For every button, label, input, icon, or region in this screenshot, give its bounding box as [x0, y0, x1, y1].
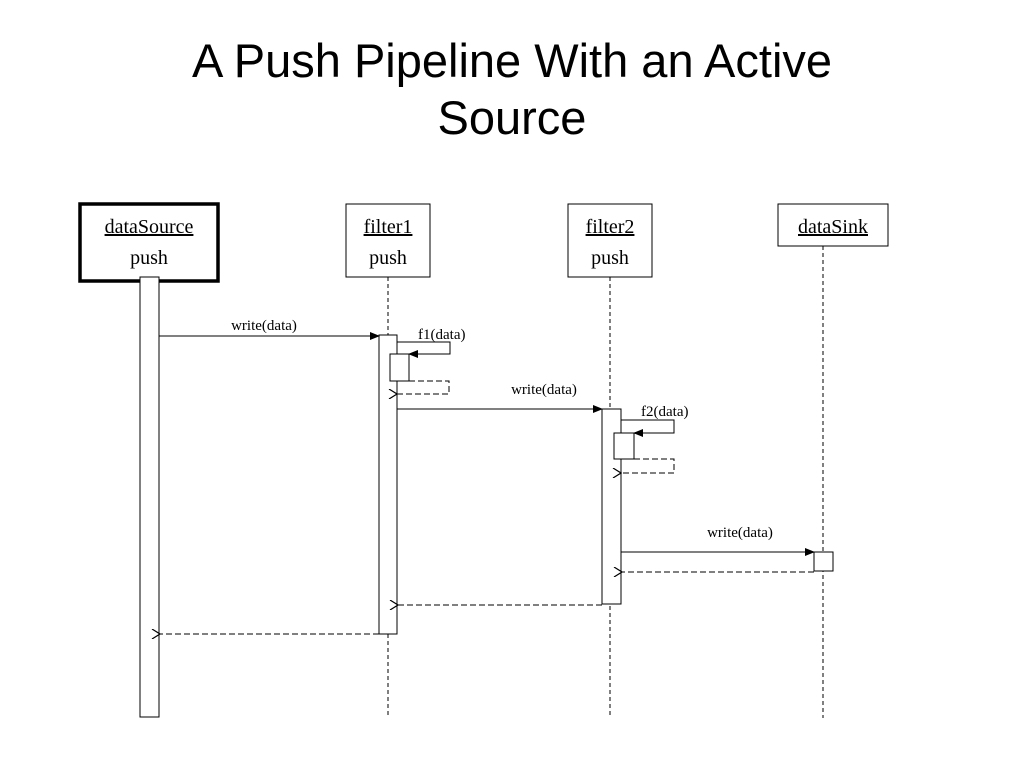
activation-filter1-self	[389, 353, 410, 382]
self-call-label-f1: f1(data)	[418, 327, 465, 343]
self-return-f2	[621, 458, 675, 473]
object-name-filter2: filter2	[586, 216, 635, 238]
slide-title: A Push Pipeline With an Active Source	[112, 32, 912, 146]
object-filter1: filter1 push	[345, 203, 431, 278]
message-label-write-to-filter1: write(data)	[231, 318, 297, 334]
object-role-filter2: push	[591, 247, 629, 269]
object-role-filter1: push	[369, 247, 407, 269]
self-call-label-f2: f2(data)	[641, 404, 688, 420]
self-call-arrow-f1	[397, 341, 451, 358]
object-role-datasource: push	[130, 247, 168, 269]
activation-filter1	[378, 334, 398, 635]
activation-datasource	[139, 276, 160, 718]
activation-datasink	[813, 551, 834, 572]
message-label-write-to-datasink: write(data)	[707, 525, 773, 541]
object-filter2: filter2 push	[567, 203, 653, 278]
object-datasink: dataSink	[777, 203, 889, 247]
self-return-f1	[397, 380, 450, 394]
object-name-datasource: dataSource	[105, 216, 194, 238]
object-name-datasink: dataSink	[798, 216, 868, 238]
title-line-1: A Push Pipeline With an Active	[191, 34, 833, 87]
object-name-filter1: filter1	[364, 216, 413, 238]
message-label-write-to-filter2: write(data)	[511, 382, 577, 398]
self-call-arrow-f2	[621, 419, 675, 437]
activation-filter2-self	[613, 432, 635, 460]
object-datasource: dataSource push	[78, 202, 220, 283]
title-line-2: Source	[437, 91, 587, 144]
